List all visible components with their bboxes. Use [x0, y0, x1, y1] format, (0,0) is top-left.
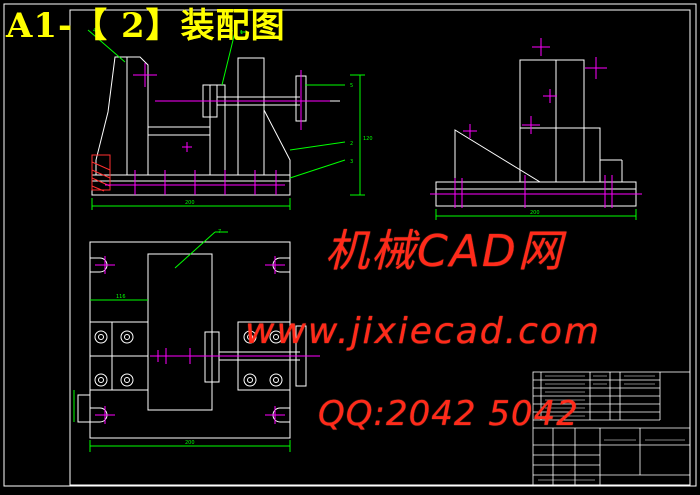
balloon-label: 6: [230, 28, 233, 34]
top-view: [77, 241, 307, 439]
balloon-label: 4: [93, 28, 96, 34]
side-view: [435, 59, 637, 207]
drawing-title: A1-【 2】装配图: [6, 6, 286, 46]
balloon-label: 2: [350, 141, 353, 147]
watermark-qq: QQ:2042 5042: [318, 394, 579, 434]
left-jaw-block: [95, 56, 149, 176]
front-dim-text: 200 120: [185, 136, 373, 206]
inner-border: [69, 9, 691, 486]
svg-text:120: 120: [363, 136, 373, 142]
svg-text:200: 200: [185, 440, 195, 446]
balloon-label: 7: [218, 229, 221, 235]
front-centerlines: [105, 63, 330, 195]
top-dimensions: [73, 231, 291, 452]
svg-text:200: 200: [530, 210, 540, 216]
side-dimensions: [435, 209, 637, 220]
balloon-label: 1: [240, 30, 243, 36]
side-dim-text: 200: [530, 210, 540, 216]
watermark-url: www.jixiecad.com: [245, 311, 601, 352]
outer-border: [3, 3, 697, 487]
title-block: [532, 371, 691, 486]
title-block-ticks: [538, 375, 685, 481]
balloon-label: 5: [350, 83, 353, 89]
side-centerlines: [430, 38, 642, 208]
svg-text:200: 200: [185, 200, 195, 206]
svg-text:116: 116: [116, 294, 126, 300]
top-centerlines: [95, 256, 320, 424]
front-dimensions: [87, 29, 365, 210]
watermark-brand: 机械CAD网: [325, 226, 564, 277]
side-slanted-jaw: [454, 129, 542, 183]
top-dim-text: 116 200: [116, 294, 195, 446]
balloon-label: 3: [350, 159, 353, 165]
